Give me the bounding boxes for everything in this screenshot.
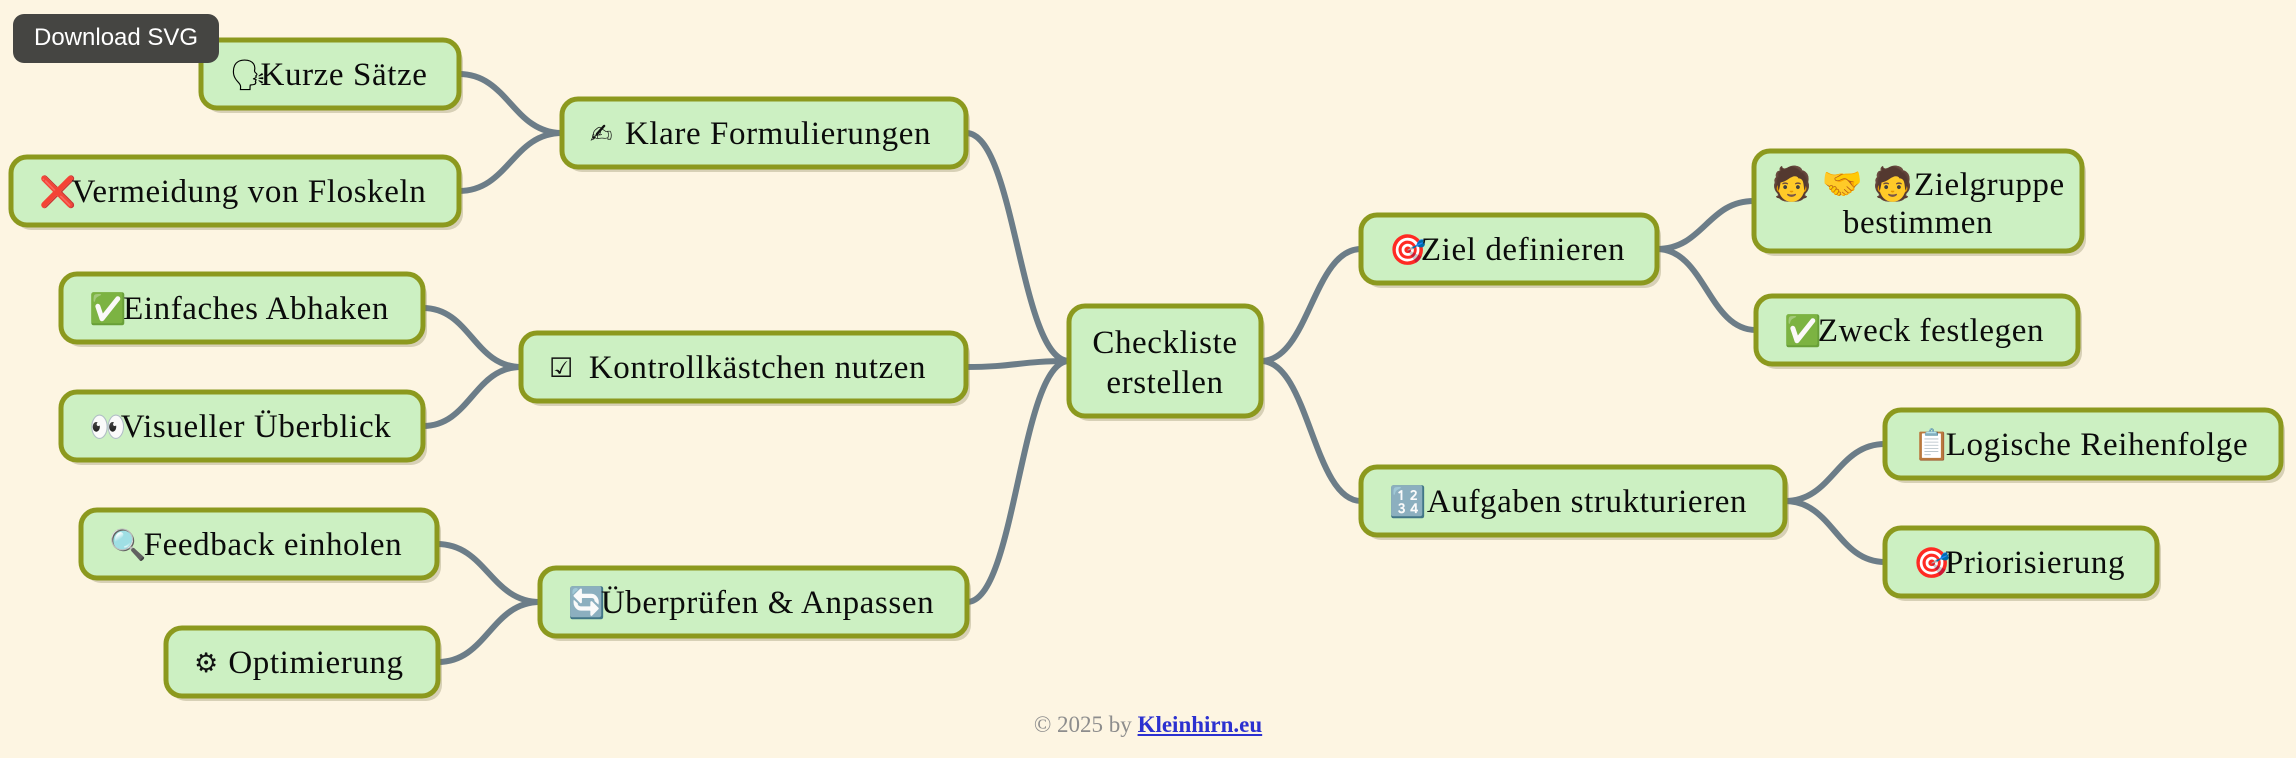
check-mark-button-icon: ✅ (89, 291, 126, 327)
node-background (163, 625, 441, 699)
node-label-line2: erstellen (1106, 365, 1223, 401)
footer-copyright: © 2025 by (1033, 712, 1138, 737)
mindmap-node-einfaches-abhaken[interactable]: ✅Einfaches Abhaken (58, 271, 427, 347)
mindmap-node-visueller-ueberblick[interactable]: 👀Visueller Überblick (58, 389, 427, 465)
connector-aufgaben-strukturieren-to-priorisierung (1782, 498, 1888, 565)
mindmap-node-aufgaben-strukturieren[interactable]: 🔢Aufgaben strukturieren (1358, 464, 1789, 540)
connector-root-to-kontrollkaestchen-nutzen (963, 358, 1072, 370)
node-label: Klare Formulierungen (625, 116, 931, 152)
connector-root-to-aufgaben-strukturieren (1258, 358, 1364, 504)
connector-ziel-definieren-to-zweck-festlegen (1654, 246, 1759, 333)
connector-ueberpruefen-anpassen-to-optimierung (435, 599, 543, 665)
node-background (1751, 148, 2085, 254)
node-label: Aufgaben strukturieren (1427, 484, 1747, 520)
node-background (78, 507, 440, 581)
speaking-head-icon: 🗣 (229, 58, 267, 93)
node-label: Kurze Sätze (261, 57, 428, 93)
check-mark-button-icon: ✅ (1784, 313, 1821, 349)
mindmap-node-optimierung[interactable]: ⚙ Optimierung (163, 625, 442, 701)
connector-klare-formulierungen-to-vermeidung-von-floskeln (456, 130, 565, 194)
connector-ueberpruefen-anpassen-to-feedback-einholen (434, 541, 543, 605)
mindmap-node-logische-reihenfolge[interactable]: 📋Logische Reihenfolge (1882, 407, 2285, 483)
footer: © 2025 by Kleinhirn.eu (0, 712, 2296, 738)
node-label: Einfaches Abhaken (123, 291, 389, 327)
node-background (58, 389, 426, 463)
node-background (1882, 407, 2284, 481)
footer-link[interactable]: Kleinhirn.eu (1137, 712, 1263, 737)
node-background (559, 96, 969, 170)
node-background (1882, 525, 2160, 599)
node-background (1753, 293, 2081, 367)
node-label: Ziel definieren (1421, 232, 1625, 268)
node-label: Überprüfen & Anpassen (601, 585, 934, 621)
node-label-line1: 🧑 🤝 🧑Zielgruppe (1771, 164, 2065, 203)
node-background (537, 565, 970, 639)
cross-mark-icon: ❌ (39, 174, 76, 210)
mindmap-node-feedback-einholen[interactable]: 🔍Feedback einholen (78, 507, 441, 583)
connector-kontrollkaestchen-nutzen-to-einfaches-abhaken (420, 305, 524, 370)
eyes-icon: 👀 (89, 410, 126, 445)
node-label: Visueller Überblick (121, 409, 392, 445)
node-label: Priorisierung (1945, 545, 2125, 581)
direct-hit-icon: 🎯 (1389, 233, 1426, 268)
connector-klare-formulierungen-to-kurze-saetze (456, 71, 565, 136)
mindmap-node-priorisierung[interactable]: 🎯Priorisierung (1882, 525, 2161, 601)
input-numbers-icon: 🔢 (1389, 484, 1426, 520)
node-background (518, 330, 969, 404)
node-background (1358, 464, 1788, 538)
mindmap-node-zweck-festlegen[interactable]: ✅Zweck festlegen (1753, 293, 2082, 369)
connector-root-to-ueberpruefen-anpassen (964, 358, 1072, 605)
direct-hit-icon: 🎯 (1913, 546, 1950, 581)
mindmap-node-ziel-definieren[interactable]: 🎯Ziel definieren (1358, 212, 1661, 288)
mindmap-node-klare-formulierungen[interactable]: ✍ Klare Formulierungen (559, 96, 970, 172)
node-background (1066, 303, 1264, 419)
ballot-box-check-icon: ☑ (549, 353, 573, 384)
node-label: Feedback einholen (144, 527, 403, 563)
connector-root-to-klare-formulierungen (963, 130, 1072, 364)
gear-icon: ⚙ (194, 648, 218, 679)
node-label: Logische Reihenfolge (1946, 427, 2249, 463)
connector-aufgaben-strukturieren-to-logische-reihenfolge (1782, 441, 1888, 504)
nodes-layer: ✍ Klare Formulierungen 🗣Kurze Sätze ❌Vermei… (8, 37, 2285, 701)
connector-ziel-definieren-to-zielgruppe-bestimmen (1654, 198, 1757, 252)
mindmap-node-kontrollkaestchen-nutzen[interactable]: ☑ Kontrollkästchen nutzen (518, 330, 970, 406)
node-label-line1: Checkliste (1092, 325, 1237, 361)
magnifying-glass-icon: 🔍 (109, 525, 146, 563)
node-label-line2: bestimmen (1843, 205, 1993, 241)
connectors-layer (420, 71, 1888, 665)
node-background (1358, 212, 1660, 286)
node-background (198, 37, 462, 111)
clipboard-icon: 📋 (1913, 427, 1950, 463)
counterclockwise-arrows-icon: 🔄 (568, 585, 605, 621)
mindmap-node-ueberpruefen-anpassen[interactable]: 🔄Überprüfen & Anpassen (537, 565, 971, 641)
node-label: Kontrollkästchen nutzen (589, 350, 926, 386)
node-label: Optimierung (228, 645, 403, 681)
mindmap-node-root[interactable]: Checkliste erstellen (1066, 303, 1265, 421)
node-label: Vermeidung von Floskeln (72, 174, 427, 210)
mindmap-node-vermeidung-von-floskeln[interactable]: ❌Vermeidung von Floskeln (8, 154, 463, 230)
download-svg-button[interactable]: Download SVG (13, 14, 220, 64)
node-background (8, 154, 462, 228)
writing-hand-icon: ✍ (590, 119, 613, 150)
mindmap-node-kurze-saetze[interactable]: 🗣Kurze Sätze (198, 37, 463, 113)
connector-root-to-ziel-definieren (1258, 246, 1364, 364)
node-background (58, 271, 426, 345)
connector-kontrollkaestchen-nutzen-to-visueller-ueberblick (420, 364, 524, 429)
node-label: Zweck festlegen (1818, 313, 2044, 349)
